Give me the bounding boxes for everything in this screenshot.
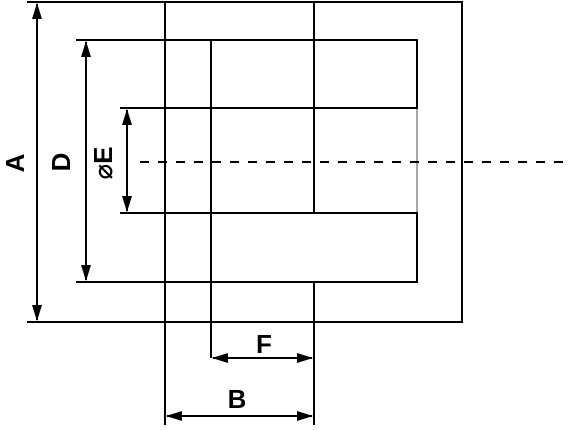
lower-block — [210, 212, 418, 283]
label-b: B — [228, 384, 247, 414]
label-a: A — [0, 153, 30, 172]
label-e: ⌀E — [88, 147, 118, 180]
label-f: F — [256, 329, 272, 359]
label-d: D — [46, 153, 76, 172]
